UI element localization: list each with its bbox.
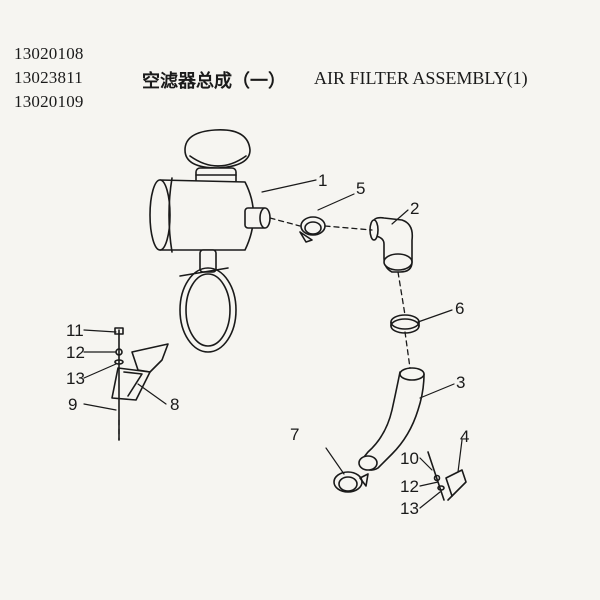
callout-10: 10 [400, 449, 419, 468]
callout-4: 4 [460, 427, 469, 446]
callout-5: 5 [356, 179, 365, 198]
hardware-set-right [427, 451, 445, 501]
callout-2: 2 [410, 199, 419, 218]
callout-12-left: 12 [66, 343, 85, 362]
support-bracket-8 [111, 343, 169, 401]
callout-7: 7 [290, 425, 299, 444]
diagram-title-english: AIR FILTER ASSEMBLY(1) [314, 68, 528, 88]
part-number-3: 13020109 [14, 92, 84, 111]
callout-3: 3 [456, 373, 465, 392]
bracket-4 [445, 469, 467, 501]
hose-clamp-5 [299, 216, 326, 243]
callout-8: 8 [170, 395, 179, 414]
diagram-title-chinese: 空滤器总成（一） [142, 71, 286, 92]
callout-6: 6 [455, 299, 464, 318]
callout-11: 11 [66, 321, 84, 340]
rubber-elbow-2 [369, 216, 414, 273]
hose-clamp-6 [390, 314, 420, 334]
mounting-strap [179, 249, 237, 353]
callout-13-left: 13 [66, 369, 85, 388]
callout-9: 9 [68, 395, 77, 414]
callout-12-right: 12 [400, 477, 419, 496]
air-filter-body [149, 129, 271, 253]
callout-1: 1 [318, 171, 327, 190]
callout-leader-lines [83, 179, 463, 509]
part-number-2: 13023811 [14, 68, 83, 87]
intake-hose-3 [358, 367, 425, 471]
hose-clamp-7 [333, 471, 369, 493]
assembly-connection-lines [118, 217, 411, 441]
part-number-1: 13020108 [14, 44, 84, 63]
callout-13-right: 13 [400, 499, 419, 518]
